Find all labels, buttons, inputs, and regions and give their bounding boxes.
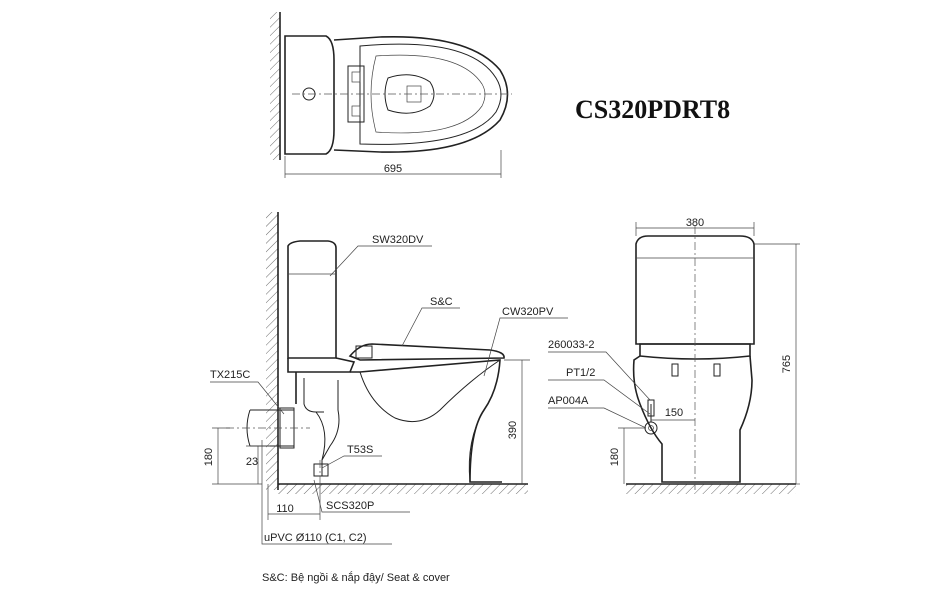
label-bowl: CW320PV [502,306,554,318]
top-bowl-opening [384,74,435,114]
label-flush-valve: TX215C [210,369,250,381]
side-hinge [355,345,373,359]
dim-outlet-height-front: 180 [609,448,621,466]
side-tank [287,240,337,359]
side-wall-hatch [266,212,278,490]
model-title: CS320PDRT8 [575,95,730,124]
front-view: 380 765 180 150 260033-2 PT1/2 AP004A [548,217,800,494]
label-pvc: uPVC Ø110 (C1, C2) [264,532,367,544]
side-floor-hatch [278,484,528,494]
label-seat-cover: S&C [430,296,453,308]
label-inlet-thread: PT1/2 [566,367,595,379]
dim-outlet-distance: 110 [276,503,294,515]
top-view: 695 [270,12,512,178]
dim-front-height: 765 [781,355,793,373]
top-bowl-outline [333,35,509,153]
front-floor-hatch [626,484,796,494]
front-bolt-left [671,363,679,377]
label-outlet-pipe: SCS320P [326,500,374,512]
top-seat-outline [359,43,502,145]
top-tank [284,35,335,155]
side-seat-cover [348,343,505,361]
label-bolt: 260033-2 [548,339,595,351]
side-flange [313,463,329,477]
front-bowl [632,355,753,483]
dim-wall-offset: 23 [246,456,258,468]
dim-outlet-height-side: 180 [203,448,215,466]
legend-note: S&C: Bệ ngồi & nắp đậy/ Seat & cover [262,571,450,584]
side-view: 390 180 23 110 SW320DV S&C CW320PV TX215… [203,212,568,545]
label-angle-valve: AP004A [548,395,589,407]
label-flange: T53S [347,444,373,456]
dim-inlet-offset: 150 [665,407,683,419]
top-wall-hatch [270,12,280,160]
front-bolt-right [713,363,721,377]
dim-top-width: 695 [384,163,402,175]
dim-front-width: 380 [686,217,704,229]
dim-bowl-height: 390 [507,421,519,439]
label-tank: SW320DV [372,234,424,246]
front-tank [635,235,755,345]
